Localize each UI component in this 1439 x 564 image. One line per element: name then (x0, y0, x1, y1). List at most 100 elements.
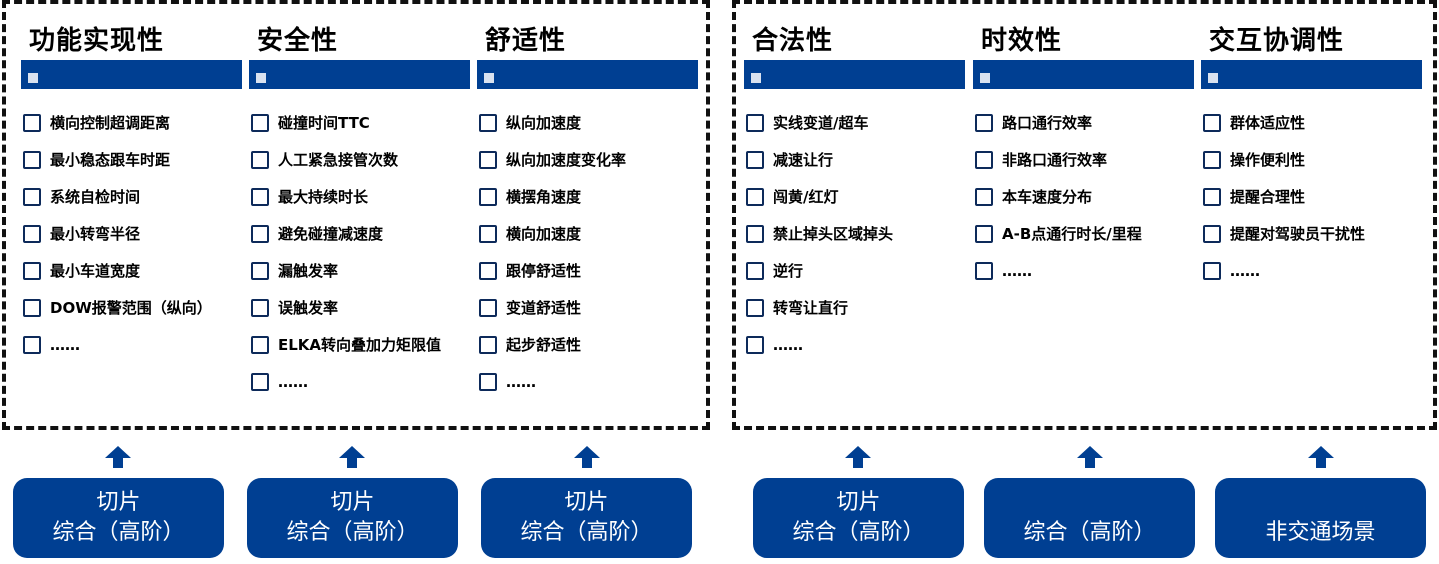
left-metrics-group: 功能实现性 横向控制超调距离最小稳态跟车时距系统自检时间最小转弯半径最小车道宽度… (2, 0, 710, 430)
metric-item: 减速让行 (744, 141, 893, 178)
column-header-bar (744, 60, 965, 89)
checkbox-icon (251, 224, 269, 243)
checkbox-icon (479, 335, 497, 354)
checkbox-icon (746, 261, 764, 280)
metric-label: 实线变道/超车 (773, 114, 869, 132)
up-arrow-icon (845, 446, 871, 468)
metric-label: 最小转弯半径 (50, 225, 141, 243)
checkbox-icon (746, 187, 764, 206)
metric-item: 逆行 (744, 252, 893, 289)
metric-item: 最小转弯半径 (21, 215, 212, 252)
metric-label: 最小稳态跟车时距 (50, 151, 171, 169)
source-line-2: 综合（高阶） (1023, 520, 1156, 545)
metric-label: 转弯让直行 (773, 299, 849, 317)
metric-label: 最大持续时长 (278, 188, 369, 206)
checkbox-icon (23, 261, 41, 280)
checkbox-icon (479, 150, 497, 169)
metric-label: 系统自检时间 (50, 188, 141, 206)
source-line-1: 切片 (330, 490, 375, 515)
metric-item: 路口通行效率 (973, 104, 1142, 141)
checkbox-icon (23, 150, 41, 169)
source-line-2: 综合（高阶） (792, 520, 925, 545)
up-arrow-icon (105, 446, 131, 468)
metric-item: 操作便利性 (1201, 141, 1365, 178)
checkbox-icon (975, 113, 993, 132)
checkbox-icon (975, 261, 993, 280)
checkbox-icon (1203, 150, 1221, 169)
checkbox-icon (746, 224, 764, 243)
source-line-2: 非交通场景 (1265, 520, 1376, 545)
metric-label: …… (50, 335, 80, 354)
checkbox-icon (1203, 187, 1221, 206)
metric-item: …… (249, 363, 441, 400)
metric-label: 变道舒适性 (506, 299, 582, 317)
metric-item: …… (21, 326, 212, 363)
metric-label: 闯黄/红灯 (773, 188, 839, 206)
metric-item: 禁止掉头区域掉头 (744, 215, 893, 252)
metric-label: 纵向加速度 (506, 114, 582, 132)
column-title: 合法性 (752, 26, 834, 56)
bar-marker (28, 73, 38, 83)
bar-marker (256, 73, 266, 83)
checkbox-icon (975, 150, 993, 169)
checkbox-icon (746, 335, 764, 354)
metric-label: 本车速度分布 (1002, 188, 1093, 206)
metric-item: 误触发率 (249, 289, 441, 326)
bar-marker (751, 73, 761, 83)
checkbox-icon (479, 187, 497, 206)
metric-label: 跟停舒适性 (506, 262, 582, 280)
source-box: 切片 综合（高阶） (247, 478, 458, 558)
checkbox-icon (746, 150, 764, 169)
metric-label: 横向控制超调距离 (50, 114, 171, 132)
metric-item: 跟停舒适性 (477, 252, 626, 289)
metric-label: DOW报警范围（纵向） (50, 299, 212, 317)
source-box: 切片 综合（高阶） (13, 478, 224, 558)
metric-item: 碰撞时间TTC (249, 104, 441, 141)
column-header-bar (21, 60, 242, 89)
column-header-bar (249, 60, 470, 89)
metric-label: 避免碰撞减速度 (278, 225, 384, 243)
metric-label: 减速让行 (773, 151, 834, 169)
metric-item: 起步舒适性 (477, 326, 626, 363)
source-line-1: 切片 (836, 490, 881, 515)
metric-list: 纵向加速度纵向加速度变化率横摆角速度横向加速度跟停舒适性变道舒适性起步舒适性…… (477, 104, 626, 400)
checkbox-icon (479, 298, 497, 317)
checkbox-icon (23, 113, 41, 132)
checkbox-icon (23, 187, 41, 206)
metric-item: 横向控制超调距离 (21, 104, 212, 141)
source-line-2: 综合（高阶） (520, 520, 653, 545)
bar-marker (1208, 73, 1218, 83)
metric-label: …… (1230, 261, 1260, 280)
metric-label: 非路口通行效率 (1002, 151, 1108, 169)
metric-label: 提醒对驾驶员干扰性 (1230, 225, 1366, 243)
metric-label: 群体适应性 (1230, 114, 1306, 132)
checkbox-icon (746, 298, 764, 317)
column-title: 安全性 (257, 26, 339, 56)
checkbox-icon (479, 224, 497, 243)
metric-label: 禁止掉头区域掉头 (773, 225, 894, 243)
metric-item: …… (744, 326, 893, 363)
metric-label: 碰撞时间TTC (278, 114, 370, 132)
bar-marker (484, 73, 494, 83)
metric-label: 路口通行效率 (1002, 114, 1093, 132)
source-box: 非交通场景 (1215, 478, 1426, 558)
metric-item: 群体适应性 (1201, 104, 1365, 141)
source-line-2: 综合（高阶） (286, 520, 419, 545)
metric-item: 变道舒适性 (477, 289, 626, 326)
column-header-bar (1201, 60, 1422, 89)
source-box: 切片 综合（高阶） (753, 478, 964, 558)
checkbox-icon (975, 187, 993, 206)
checkbox-icon (479, 372, 497, 391)
metric-item: 纵向加速度 (477, 104, 626, 141)
column-title: 舒适性 (485, 26, 567, 56)
column-title: 时效性 (981, 26, 1063, 56)
checkbox-icon (251, 261, 269, 280)
metric-label: 人工紧急接管次数 (278, 151, 399, 169)
metric-label: …… (278, 372, 308, 391)
column-header-bar (477, 60, 698, 89)
metric-label: 横摆角速度 (506, 188, 582, 206)
metric-label: 纵向加速度变化率 (506, 151, 627, 169)
